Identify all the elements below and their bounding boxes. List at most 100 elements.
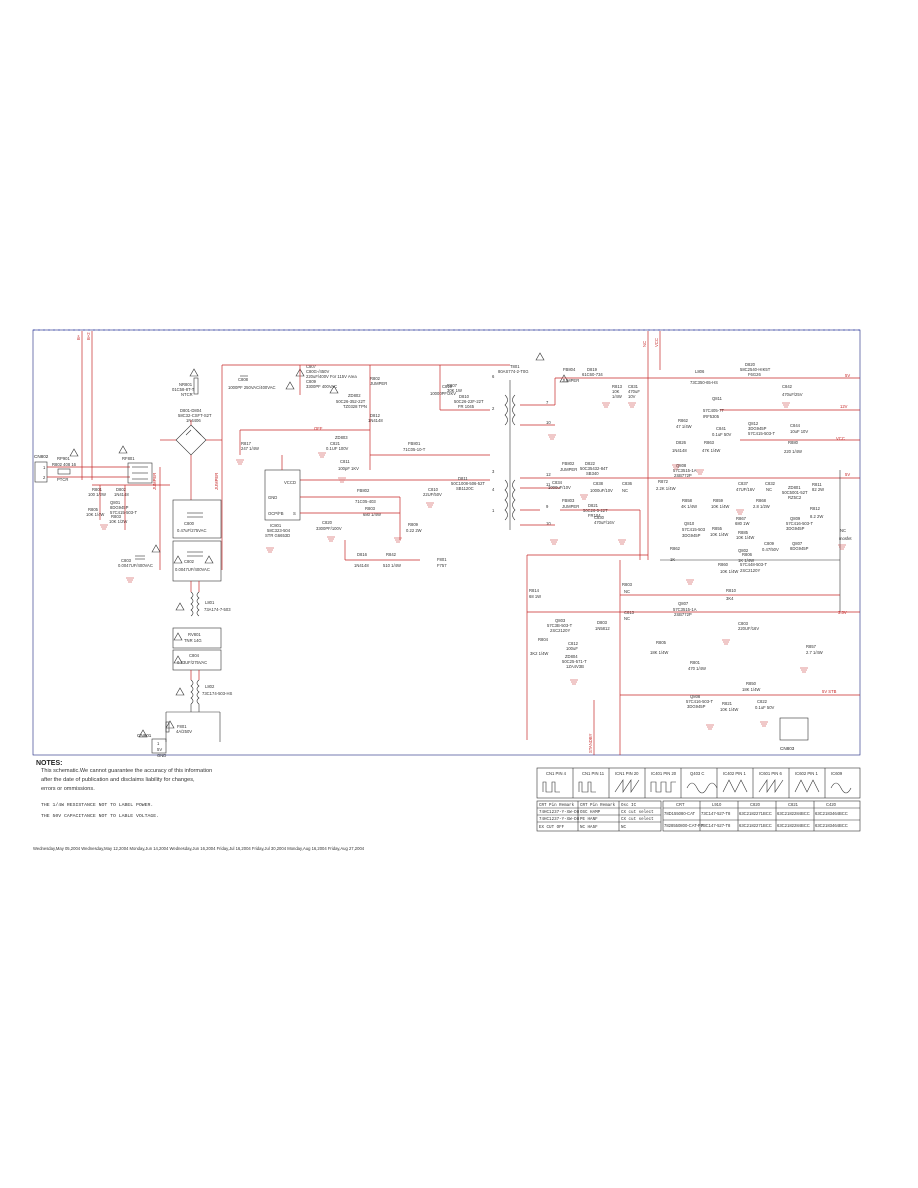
rail-b-plus: B+ <box>76 334 81 340</box>
svg-text:2SB772P: 2SB772P <box>674 473 692 478</box>
r803c: R803 NC <box>622 582 633 594</box>
svg-text:220UF/16V: 220UF/16V <box>738 626 759 631</box>
svg-text:57C448-503-T: 57C448-503-T <box>740 562 767 567</box>
svg-text:L910: L910 <box>712 802 722 807</box>
svg-text:73A174-7-503: 73A174-7-503 <box>204 607 231 612</box>
svg-text:2SC2120Y: 2SC2120Y <box>740 568 760 573</box>
r868: R868 2.8 1/2W <box>753 498 770 509</box>
svg-text:FR104: FR104 <box>588 513 601 518</box>
svg-text:5V STB: 5V STB <box>822 689 837 694</box>
svg-text:18K 1/4W: 18K 1/4W <box>650 650 668 655</box>
svg-text:FB802: FB802 <box>562 461 575 466</box>
svg-text:3DG945P: 3DG945P <box>687 704 706 709</box>
svg-text:74HC1237-Y-XW-D8: 74HC1237-Y-XW-D8 <box>539 811 580 815</box>
svg-text:10K 1/4W: 10K 1/4W <box>720 569 738 574</box>
svg-text:R803: R803 <box>365 506 376 511</box>
svg-text:R868: R868 <box>756 498 767 503</box>
r801-group: R801 100 1/2W D802 1N4148 Q801 8DG945P 5… <box>86 487 137 524</box>
svg-text:50C35432-84T: 50C35432-84T <box>580 466 608 471</box>
svg-text:Q807: Q807 <box>678 601 689 606</box>
svg-text:0.47/50V: 0.47/50V <box>762 547 779 552</box>
svg-text:68 1W: 68 1W <box>529 594 541 599</box>
c834: C834 1000uF/10V <box>548 480 571 490</box>
svg-text:D812: D812 <box>370 413 381 418</box>
svg-text:STR G6653D: STR G6653D <box>265 533 290 538</box>
rp901: RP901 R802 408 16 PTCR <box>52 456 77 482</box>
svg-text:CX cut select: CX cut select <box>621 810 654 815</box>
svg-text:CRT: CRT <box>676 802 685 807</box>
svg-text:CN803: CN803 <box>780 746 795 751</box>
zd801: ZD801 50C5001-52T RZ5C2 <box>782 485 808 500</box>
c811: C811 100pF 1KV <box>338 459 359 471</box>
connector-cn803: CN803 <box>779 717 809 751</box>
notes-line-2: after the date of publication and discla… <box>41 777 195 783</box>
svg-text:57C3515-1A: 57C3515-1A <box>673 607 697 612</box>
svg-text:2.7 1/4W: 2.7 1/4W <box>806 650 823 655</box>
svg-text:2: 2 <box>492 406 495 411</box>
bridge-rectifier: D801-D804 58C32-CSFT-S2T 1N4406 <box>175 408 212 456</box>
svg-text:CRT Pin Remark: CRT Pin Remark <box>580 803 616 808</box>
svg-text:C841: C841 <box>716 426 727 431</box>
r850: R850 18K 1/4W <box>742 681 760 692</box>
notes-line-5: THE 50V CAPACITANCE NOT TO LABLE VOLTAGE… <box>41 814 160 819</box>
svg-text:100pF 1KV: 100pF 1KV <box>338 466 359 471</box>
svg-text:FR 1045: FR 1045 <box>458 404 475 409</box>
svg-text:58C323-504: 58C323-504 <box>267 528 291 533</box>
svg-text:470uF: 470uF <box>628 389 640 394</box>
svg-text:10000PF/2KV: 10000PF/2KV <box>430 391 456 396</box>
svg-text:58C32-CSFT-S2T: 58C32-CSFT-S2T <box>178 413 212 418</box>
svg-text:C811: C811 <box>340 459 350 464</box>
d819: D819 61C60-734 <box>582 367 603 377</box>
svg-text:IC801: IC801 <box>270 523 282 528</box>
svg-text:C842: C842 <box>782 384 793 389</box>
svg-text:4A/250V: 4A/250V <box>176 729 192 734</box>
r807: R807 30K 1W <box>447 383 462 393</box>
svg-text:22UF/50V: 22UF/50V <box>423 492 442 497</box>
svg-text:C804: C804 <box>189 653 200 658</box>
c841: C841 0.1uF 50V <box>712 426 732 437</box>
connector-cn802: CN802 1 2 <box>34 454 49 483</box>
d812: D812 1N4148 <box>368 413 383 423</box>
r809: R809 0.22 2W <box>406 522 422 533</box>
svg-text:1N4148: 1N4148 <box>114 492 129 497</box>
c809: C809 3300PF 400VAC <box>285 379 337 390</box>
svg-text:3300PF 400VAC: 3300PF 400VAC <box>306 384 337 389</box>
sheet-frame <box>32 329 861 756</box>
svg-text:58C2540-HIK5T: 58C2540-HIK5T <box>740 367 771 372</box>
r821: R821 10K 1/4W <box>720 701 738 712</box>
q812: Q812 3DG945P 57C415-503-T <box>748 421 775 436</box>
svg-text:0.1uF 50V: 0.1uF 50V <box>755 705 775 710</box>
svg-text:2.8 1/2W: 2.8 1/2W <box>753 504 770 509</box>
d826: D826 1N4148 <box>672 440 687 453</box>
svg-text:Q810: Q810 <box>684 521 695 526</box>
svg-text:680 1/4W: 680 1/4W <box>363 512 381 517</box>
c821: C821 0.1UF 100V <box>326 441 349 451</box>
svg-text:47K 1/4W: 47K 1/4W <box>702 448 720 453</box>
notes-line-3: errors or ommissions. <box>41 786 95 792</box>
r857: R857 2.7 1/4W <box>806 644 823 655</box>
svg-text:R857: R857 <box>806 644 817 649</box>
svg-text:220uF/400V For 115V Area: 220uF/400V For 115V Area <box>306 374 357 379</box>
svg-text:63C2182271BCC: 63C2182271BCC <box>739 811 772 816</box>
svg-text:C803: C803 <box>121 558 132 563</box>
svg-text:10: 10 <box>546 521 551 526</box>
q808b: Q808 57C416-503-T 3DG945P <box>686 694 713 709</box>
svg-text:1: 1 <box>157 741 160 746</box>
svg-text:RV801: RV801 <box>188 632 201 637</box>
q810: Q810 57C415-503 3DG945P <box>682 521 706 538</box>
svg-text:2: 2 <box>43 475 46 480</box>
svg-text:2SB772P: 2SB772P <box>674 612 692 617</box>
q811: Q811 57C405-7T IRF5305 <box>703 396 724 419</box>
d811: D811 50C1008-506-52T SB1120C <box>451 476 485 491</box>
svg-text:SB1120C: SB1120C <box>456 486 474 491</box>
svg-text:3.3V: 3.3V <box>838 610 847 615</box>
svg-text:R806: R806 <box>742 552 753 557</box>
svg-text:GND: GND <box>268 495 277 500</box>
notes-line-1: This schematic.We cannot guarantee the a… <box>41 768 213 774</box>
c819: C819 10000PF/2KV <box>430 384 456 396</box>
connector-cn801: CN801 1 5V GND <box>137 733 166 758</box>
svg-text:ZD803: ZD803 <box>335 435 348 440</box>
crt-pin-table: CRT Pin Remark CRT Pin Remark Osc IC 74H… <box>536 800 662 832</box>
q808: Q808 57C3515-1A 2SB772P <box>673 463 697 478</box>
svg-text:0.1UF 100V: 0.1UF 100V <box>326 446 349 451</box>
